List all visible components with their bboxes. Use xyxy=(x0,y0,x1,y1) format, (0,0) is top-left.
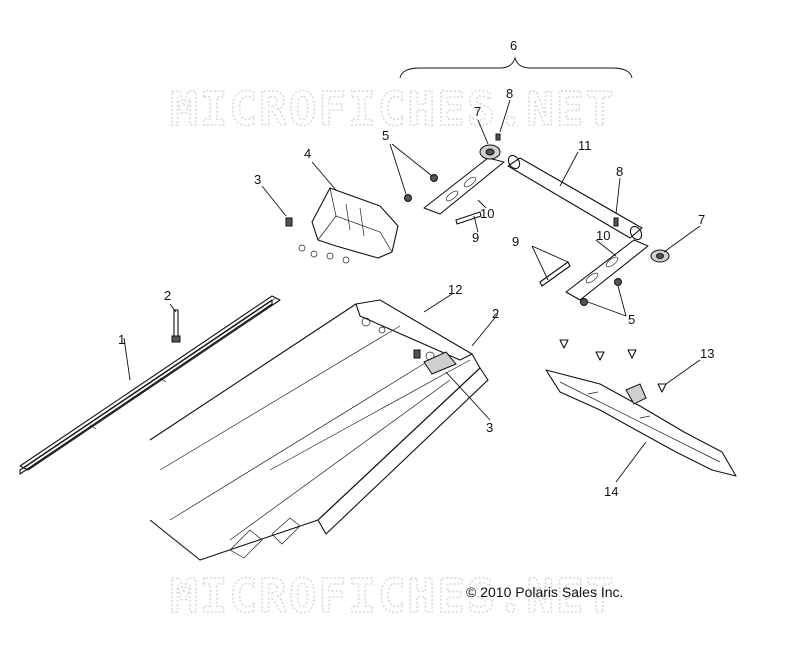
part-5-nut-b xyxy=(430,174,438,182)
part-13-screw-b xyxy=(595,351,605,361)
part-5-nut-d xyxy=(614,278,622,286)
callout-7-lower: 7 xyxy=(698,212,705,227)
part-12-tunnel xyxy=(149,299,489,561)
part-9-bolt-upper xyxy=(455,211,482,225)
watermark-top: MICROFICHES.NET xyxy=(170,82,615,136)
callout-10-upper: 10 xyxy=(480,206,494,221)
callout-3-lower: 3 xyxy=(486,420,493,435)
callout-14: 14 xyxy=(604,484,618,499)
part-13-screw-d xyxy=(657,383,667,393)
callout-10-lower: 10 xyxy=(596,228,610,243)
callout-12: 12 xyxy=(448,282,462,297)
part-8-screw-right xyxy=(613,217,619,227)
callout-9-upper: 9 xyxy=(472,230,479,245)
part-5-nut-c xyxy=(580,298,588,306)
part-3-screw xyxy=(285,217,293,227)
part-2-bolt-left xyxy=(171,309,181,343)
callout-11: 11 xyxy=(578,138,592,153)
part-7-bushing-lower xyxy=(650,249,670,263)
part-2-bolt-right xyxy=(413,349,421,359)
part-10-arm-upper xyxy=(423,157,505,215)
part-13-screw-c xyxy=(627,349,637,359)
part-7-bushing-upper xyxy=(479,144,501,160)
part-4-block xyxy=(298,187,399,264)
part-1-rail xyxy=(19,295,281,475)
part-8-screw-upper xyxy=(495,133,501,141)
part-13-screw-a xyxy=(559,339,569,349)
watermark-bottom: MICROFICHES.NET xyxy=(170,569,615,623)
assembly-bracket xyxy=(399,56,633,79)
callout-2-right: 2 xyxy=(492,306,499,321)
callout-5-lower: 5 xyxy=(628,312,635,327)
callout-9-lower: 9 xyxy=(512,234,519,249)
part-10-arm-lower xyxy=(565,239,649,301)
callout-2-left: 2 xyxy=(164,288,171,303)
part-11-tube xyxy=(507,154,643,241)
callouts: 6 8 7 5 11 4 3 8 10 7 9 9 10 2 12 2 1 5 … xyxy=(118,38,714,499)
part-14-skid-plate xyxy=(545,369,737,477)
callout-4: 4 xyxy=(304,146,311,161)
part-3-bracket xyxy=(423,351,457,375)
callout-5-upper: 5 xyxy=(382,128,389,143)
callout-1: 1 xyxy=(118,332,125,347)
leader-lines xyxy=(123,99,701,483)
callout-6: 6 xyxy=(510,38,517,53)
callout-13: 13 xyxy=(700,346,714,361)
copyright-text: © 2010 Polaris Sales Inc. xyxy=(466,584,623,600)
callout-8-right: 8 xyxy=(616,164,623,179)
part-9-bolt-lower xyxy=(539,261,571,287)
part-5-nut-a xyxy=(404,194,412,202)
callout-7-upper: 7 xyxy=(474,104,481,119)
callout-8-upper: 8 xyxy=(506,86,513,101)
callout-3-upper: 3 xyxy=(254,172,261,187)
